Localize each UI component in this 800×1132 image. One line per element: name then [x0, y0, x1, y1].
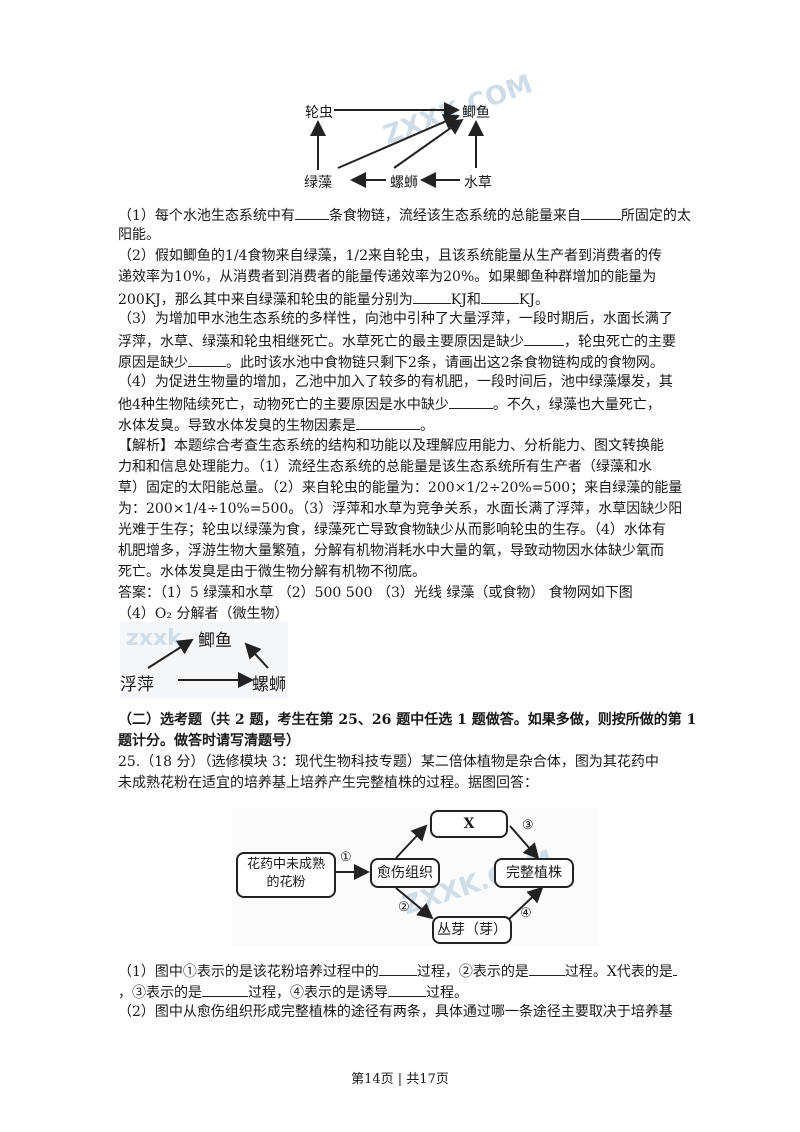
node-lvzao: 绿藻 — [304, 175, 332, 191]
callus-box: 愈伤组织 — [370, 858, 440, 888]
answer-blank — [480, 289, 519, 304]
x-box: X — [430, 810, 508, 838]
answer-blank — [202, 982, 248, 997]
answer-blank — [188, 352, 226, 367]
q1-part3-line3: 原因是缺少。此时该水池中食物链只剩下2条，请画出这2条食物链构成的食物网。 — [118, 352, 664, 372]
answer-blank — [388, 982, 426, 997]
q1-part4-line1: （4）为促进生物量的增加，乙池中加入了较多的有机肥，一段时间后，池中绿藻爆发，其 — [118, 374, 673, 390]
section2-heading-line1: （二）选考题（共 2 题，考生在第 25、26 题中任选 1 题做答。如果多做，… — [118, 712, 697, 728]
node-jiyu: 鲫鱼 — [462, 105, 490, 121]
q1-part2-line2: 递效率为10%，从消费者到消费者的能量传递效率为20%。如果鲫鱼种群增加的能量为 — [118, 269, 657, 285]
analysis-line: 力和和信息处理能力。（1）流经生态系统的总能量是该生态系统所有生产者（绿藻和水 — [118, 459, 652, 475]
node-jiyu: 鲫鱼 — [198, 631, 232, 651]
answer-blank — [412, 289, 451, 304]
step-4-label: ④ — [520, 906, 532, 921]
answer-line-1: 答案：（1）5 绿藻和水草 （2）500 500 （3）光线 绿藻（或食物） 食… — [118, 585, 633, 601]
answer-blank — [356, 415, 420, 430]
watermark: zxxk — [126, 626, 182, 651]
food-web-arrows — [310, 102, 484, 188]
analysis-line: 为：200×1/4÷10%=500。（3）浮萍和水草为竞争关系，水面长满了浮萍，… — [118, 501, 683, 517]
q25-stem-line1: 25.（18 分）（选修模块 3：现代生物科技专题）某二倍体植物是杂合体，图为其… — [118, 754, 659, 770]
analysis-line: 光难于生存；轮虫以绿藻为食，绿藻死亡导致食物缺少从而影响轮虫的生存。（4）水体有 — [118, 522, 666, 538]
answer-line-2: （4）O₂ 分解者（微生物） — [118, 606, 289, 622]
answer-blank — [294, 205, 329, 220]
step-2-label: ② — [398, 900, 410, 915]
node-shuicao: 水草 — [464, 175, 492, 191]
pollen-box: 花药中未成熟 的花粉 — [236, 852, 336, 898]
q1-part2-line1: （2）假如鲫鱼的1/4食物来自绿藻，1/2来自轮虫，且该系统能量从生产者到消费者… — [118, 248, 662, 264]
answer-blank — [378, 961, 417, 976]
q1-part3-line2: 浮萍，水草、绿藻和轮虫相继死亡。水草死亡的最主要原因是缺少，轮虫死亡的主要 — [118, 331, 676, 351]
q1-part1-line2: 阳能。 — [118, 227, 160, 243]
answer-blank — [524, 331, 564, 346]
analysis-line: 死亡。水体发臭是由于微生物分解有机物不彻底。 — [118, 564, 426, 580]
food-web-2-arrows — [147, 638, 269, 688]
section2-heading-line2: 题计分。做答时请写清题号） — [118, 733, 300, 749]
q1-part4-line3: 水体发臭。导致水体发臭的生物因素是。 — [118, 415, 434, 435]
answer-blank — [528, 961, 565, 976]
q25-part1-line2: ，③表示的是过程，④表示的是诱导过程。 — [118, 982, 468, 1002]
q25-part1-line1: （1）图中①表示的是该花粉培养过程中的过程，②表示的是过程。X代表的是 — [118, 961, 677, 981]
q25-part2-line1: （2）图中从愈伤组织形成完整植株的途径有两条，具体通过哪一条途径主要取决于培养基 — [118, 1004, 673, 1020]
step-3-label: ③ — [522, 818, 534, 833]
node-luosi: 螺蛳 — [252, 675, 286, 695]
analysis-line: 【解析】本题综合考查生态系统的结构和功能以及理解应用能力、分析能力、图文转换能 — [118, 438, 664, 454]
answer-blank — [448, 394, 493, 409]
analysis-line: 机肥增多，浮游生物大量繁殖，分解有机物消耗水中大量的氧，导致动物因水体缺少氧而 — [118, 543, 664, 559]
q1-part4-line2: 他4种生物陆续死亡，动物死亡的主要原因是水中缺少。不久，绿藻也大量死亡， — [118, 394, 661, 414]
plant-box: 完整植株 — [494, 858, 574, 888]
q25-stem-line2: 未成熟花粉在适宜的培养基上培养产生完整植株的过程。据图回答： — [118, 775, 538, 791]
q1-part1-line1: （1）每个水池生态系统中有条食物链，流经该生态系统的总能量来自所固定的太 — [118, 205, 691, 225]
answer-blank — [580, 205, 621, 220]
node-luosi: 螺蛳 — [390, 175, 418, 191]
shoot-box: 丛芽（芽） — [432, 916, 512, 944]
answer-blank — [672, 961, 677, 976]
culture-arrows — [334, 824, 544, 921]
step-1-label: ① — [340, 850, 352, 865]
q1-part3-line1: （3）为增加甲水池生态系统的多样性，向池中引种了大量浮萍，一段时期后，水面长满了 — [118, 311, 673, 327]
node-fuping: 浮萍 — [120, 675, 154, 695]
page-footer: 第14页 | 共17页 — [351, 1072, 449, 1087]
analysis-line: 草）固定的太阳能总量。（2）来自轮虫的能量为：200×1/2÷20%=500；来… — [118, 480, 683, 496]
node-lunchong: 轮虫 — [305, 105, 333, 121]
